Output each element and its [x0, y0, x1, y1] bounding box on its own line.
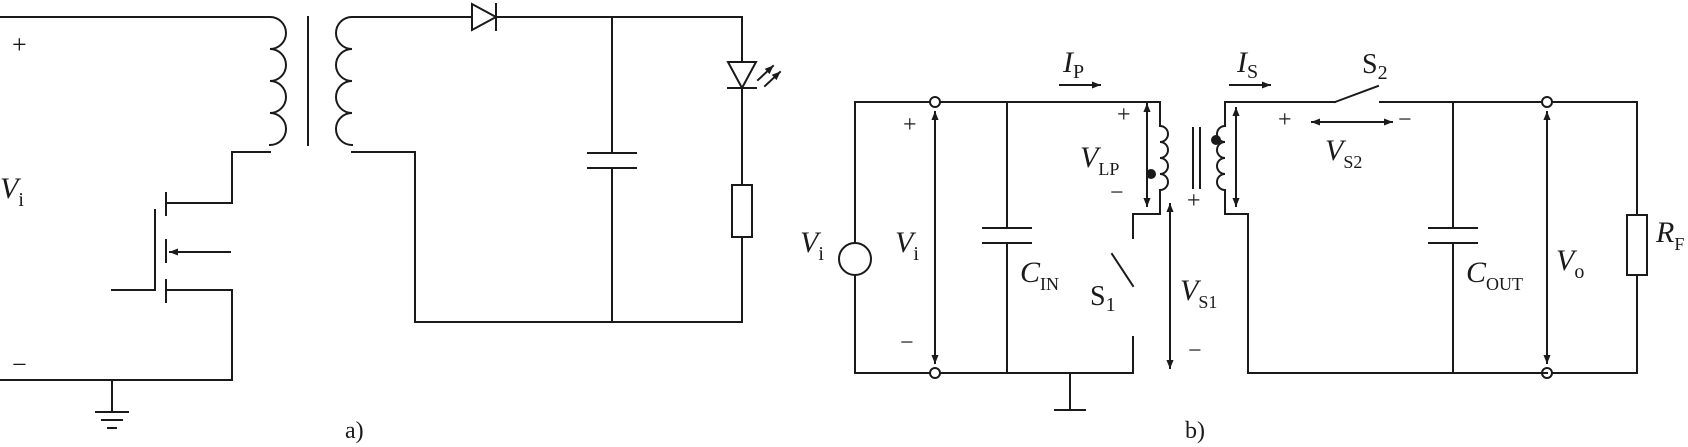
source-label: Vi	[800, 226, 824, 265]
vs2-label: VS2	[1325, 134, 1362, 172]
terminal-vi-bottom	[929, 367, 941, 379]
vi-plus-label: +	[903, 112, 917, 138]
cin-label: CIN	[1020, 256, 1059, 294]
secondary-polarity-dot	[1211, 135, 1221, 145]
mosfet-gate	[111, 209, 156, 291]
vs2-minus-label: −	[1398, 107, 1412, 133]
vi-minus-label: −	[900, 330, 914, 356]
secondary-plus-label: +	[1187, 188, 1201, 214]
switch-s1	[1110, 252, 1135, 288]
wire-input-loop	[854, 101, 931, 244]
primary-winding-b	[1158, 124, 1169, 192]
voltage-source-icon	[838, 242, 872, 276]
vs2-plus-label: +	[1278, 107, 1292, 133]
secondary-winding	[335, 15, 354, 147]
vlp-minus-label: −	[1110, 180, 1124, 206]
rectifier-diode	[471, 2, 499, 32]
terminal-vi-top	[929, 96, 941, 108]
vo-label: Vo	[1556, 244, 1584, 283]
input-voltage-label: Vi	[0, 172, 24, 211]
wire-secondary-bottom-b	[1224, 189, 1548, 374]
wire-output-top	[495, 16, 743, 63]
vlp-plus-label: +	[1117, 102, 1131, 128]
led-light-arrow	[756, 64, 775, 82]
flyback-equivalent-circuit: IP IS S2 Vi Vi + − CIN VLP + − + S1 VS1 …	[800, 46, 1684, 444]
wire-source-to-ground	[0, 289, 233, 381]
primary-winding	[268, 15, 287, 147]
vi-label: Vi	[895, 226, 919, 265]
input-minus-label: −	[12, 350, 27, 379]
caption-b: b)	[1185, 418, 1205, 444]
wire-secondary-bottom	[351, 151, 743, 323]
wire-primary-to-drain	[165, 151, 271, 204]
s1-label: S1	[1090, 281, 1116, 316]
vlp-label: VLP	[1080, 141, 1119, 179]
rf-label: RF	[1655, 216, 1684, 254]
load-resistor	[731, 184, 753, 238]
switch-s2	[1333, 84, 1380, 104]
terminal-vo-top	[1541, 96, 1553, 108]
caption-a: a)	[345, 418, 364, 444]
wire-rf-bottom	[1551, 274, 1638, 374]
input-plus-label: +	[12, 30, 27, 59]
s2-label: S2	[1362, 49, 1388, 84]
wire-input-loop-bottom	[854, 274, 931, 374]
led-light-arrow	[763, 70, 782, 88]
vs1-label: VS1	[1180, 274, 1217, 312]
flyback-led-driver-circuit: + − Vi a)	[0, 2, 782, 444]
wire-primary-top	[939, 101, 1161, 119]
wire-primary-to-switch	[1132, 189, 1161, 239]
wire-rf-top	[1551, 101, 1638, 216]
wire-primary-bottom	[939, 336, 1134, 374]
load-resistor-rf	[1626, 214, 1648, 276]
cout-label: COUT	[1466, 256, 1523, 294]
vs1-minus-label: −	[1188, 338, 1202, 364]
ip-label: IP	[1062, 46, 1084, 83]
is-label: IS	[1236, 46, 1258, 83]
led-symbol	[726, 61, 758, 91]
wire-secondary-top-b	[1224, 101, 1336, 127]
